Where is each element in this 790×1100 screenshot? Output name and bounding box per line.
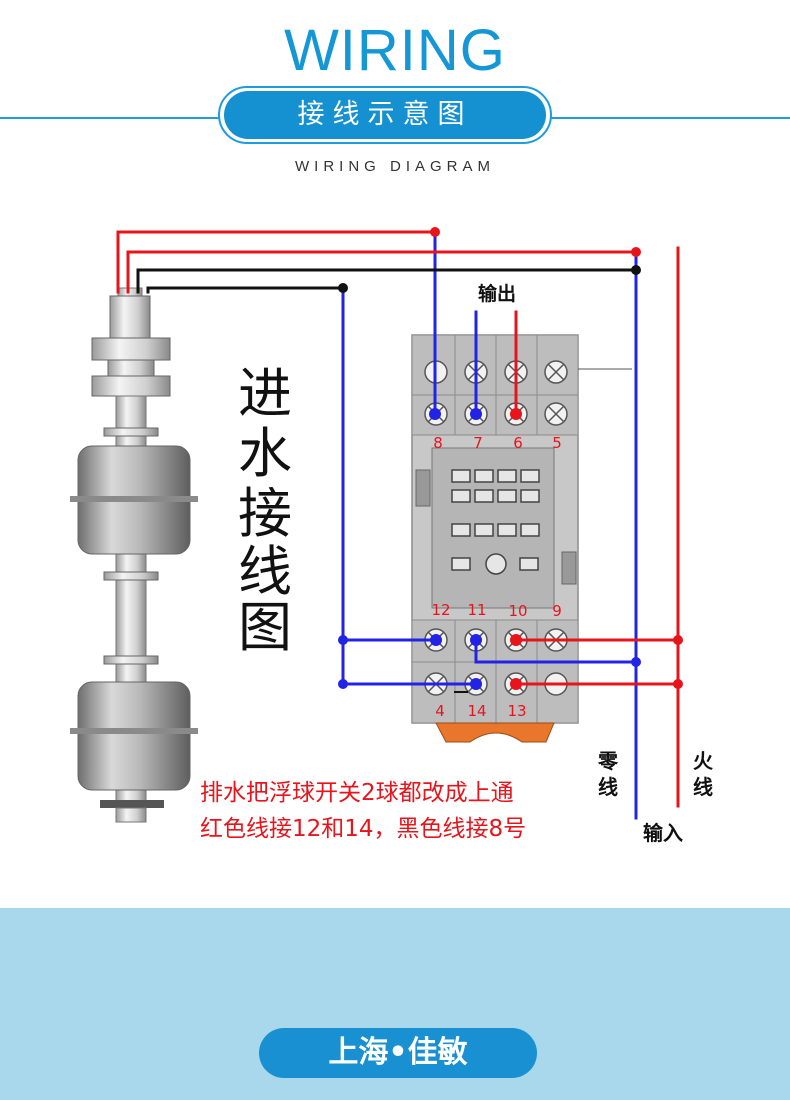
neutral-label-2: 线 bbox=[598, 775, 618, 799]
wire-junctions bbox=[338, 227, 683, 690]
terminal-label-8: 8 bbox=[433, 434, 443, 452]
wires bbox=[116, 230, 680, 820]
terminal-label-6: 6 bbox=[513, 434, 523, 452]
terminal-label-10: 10 bbox=[508, 602, 527, 620]
title-pill: 接线示意图 bbox=[224, 91, 546, 139]
terminal-label-14: 14 bbox=[467, 702, 486, 720]
terminal-label-9: 9 bbox=[552, 602, 562, 620]
float-switch bbox=[70, 287, 198, 823]
terminal-label-12: 12 bbox=[431, 601, 450, 619]
wire-blue-11 bbox=[474, 638, 638, 664]
input-label: 输入 bbox=[643, 821, 683, 845]
terminal-label-11: 11 bbox=[467, 601, 486, 619]
vertical-title-5: 图 bbox=[238, 596, 292, 659]
terminal-label-13: 13 bbox=[507, 702, 526, 720]
vertical-title-1: 进 bbox=[238, 362, 292, 425]
wire-black-third bbox=[136, 268, 638, 294]
note-line-2: 红色线接12和14，黑色线接8号 bbox=[200, 816, 526, 842]
wire-red-second bbox=[126, 250, 638, 294]
terminal-label-4: 4 bbox=[435, 702, 445, 720]
live-label-1: 火 bbox=[693, 749, 714, 773]
neutral-label-1: 零 bbox=[597, 749, 619, 773]
page-subtitle: WIRING DIAGRAM bbox=[295, 158, 495, 175]
live-label-2: 线 bbox=[693, 775, 713, 799]
output-label: 输出 bbox=[478, 282, 516, 305]
terminal-label-5: 5 bbox=[552, 434, 562, 452]
vertical-title-3: 接 bbox=[238, 482, 292, 545]
terminal-label-7: 7 bbox=[473, 434, 483, 452]
page-title: WIRING bbox=[284, 18, 506, 83]
vertical-title-4: 线 bbox=[238, 540, 292, 603]
vertical-title-2: 水 bbox=[238, 422, 292, 485]
note-line-1: 排水把浮球开关2球都改成上通 bbox=[200, 780, 514, 806]
brand-badge: 上海•佳敏 bbox=[259, 1028, 537, 1078]
relay-socket bbox=[411, 334, 632, 743]
wire-black-fourth bbox=[146, 286, 345, 294]
wire-red-top-cap bbox=[116, 230, 437, 294]
